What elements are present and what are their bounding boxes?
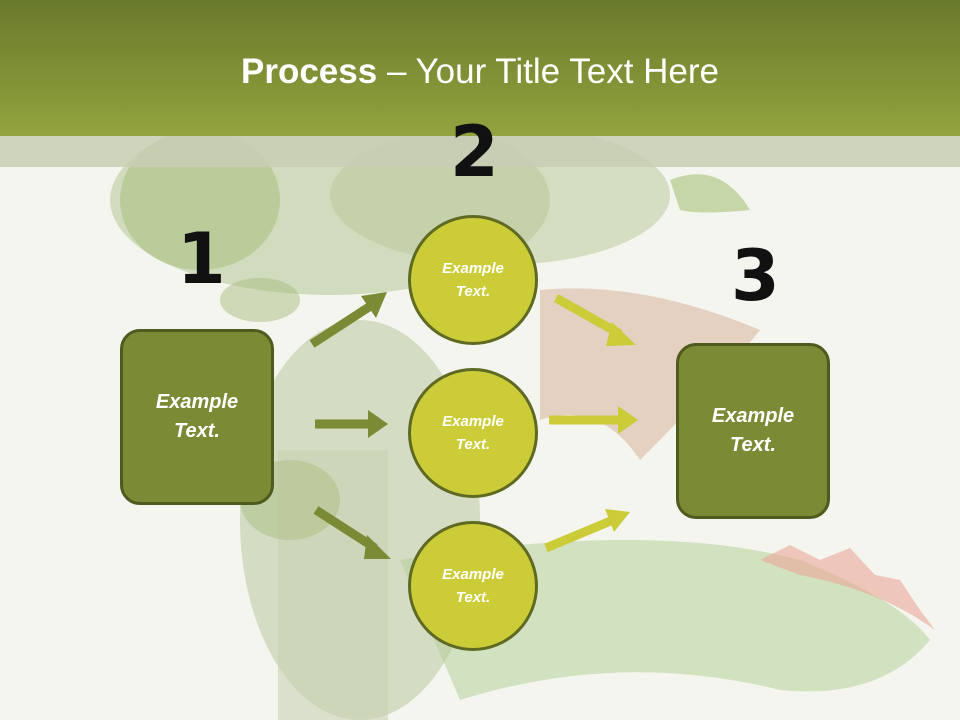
process-circle-bottom-label: Example Text. [442,566,504,606]
process-circle-top[interactable]: Example Text. [408,215,538,345]
arrow-top-to-right [553,294,636,346]
title-bar-stripe [0,136,960,167]
arrow-bottom-to-right [544,509,630,553]
title-rest: – Your Title Text Here [377,52,719,91]
arrow-middle-to-right [549,406,638,434]
process-circle-middle[interactable]: Example Text. [408,368,538,498]
process-box-right[interactable]: Example Text. [676,343,830,519]
process-circle-top-label: Example Text. [442,260,504,300]
slide-title: Process – Your Title Text Here [0,52,960,92]
step-number-1: 1 [177,218,226,300]
process-circle-middle-label: Example Text. [442,413,504,453]
title-bold: Process [241,52,378,91]
process-box-left[interactable]: Example Text. [120,329,274,505]
process-circle-bottom[interactable]: Example Text. [408,521,538,651]
step-number-2: 2 [450,111,499,193]
step-number-3: 3 [731,235,780,317]
arrow-left-to-top [309,292,387,348]
arrow-left-to-middle [315,410,388,438]
process-box-right-label: Example Text. [711,405,795,456]
arrow-left-to-bottom [313,506,391,559]
title-bar [0,0,960,136]
process-box-left-label: Example Text. [155,391,239,442]
